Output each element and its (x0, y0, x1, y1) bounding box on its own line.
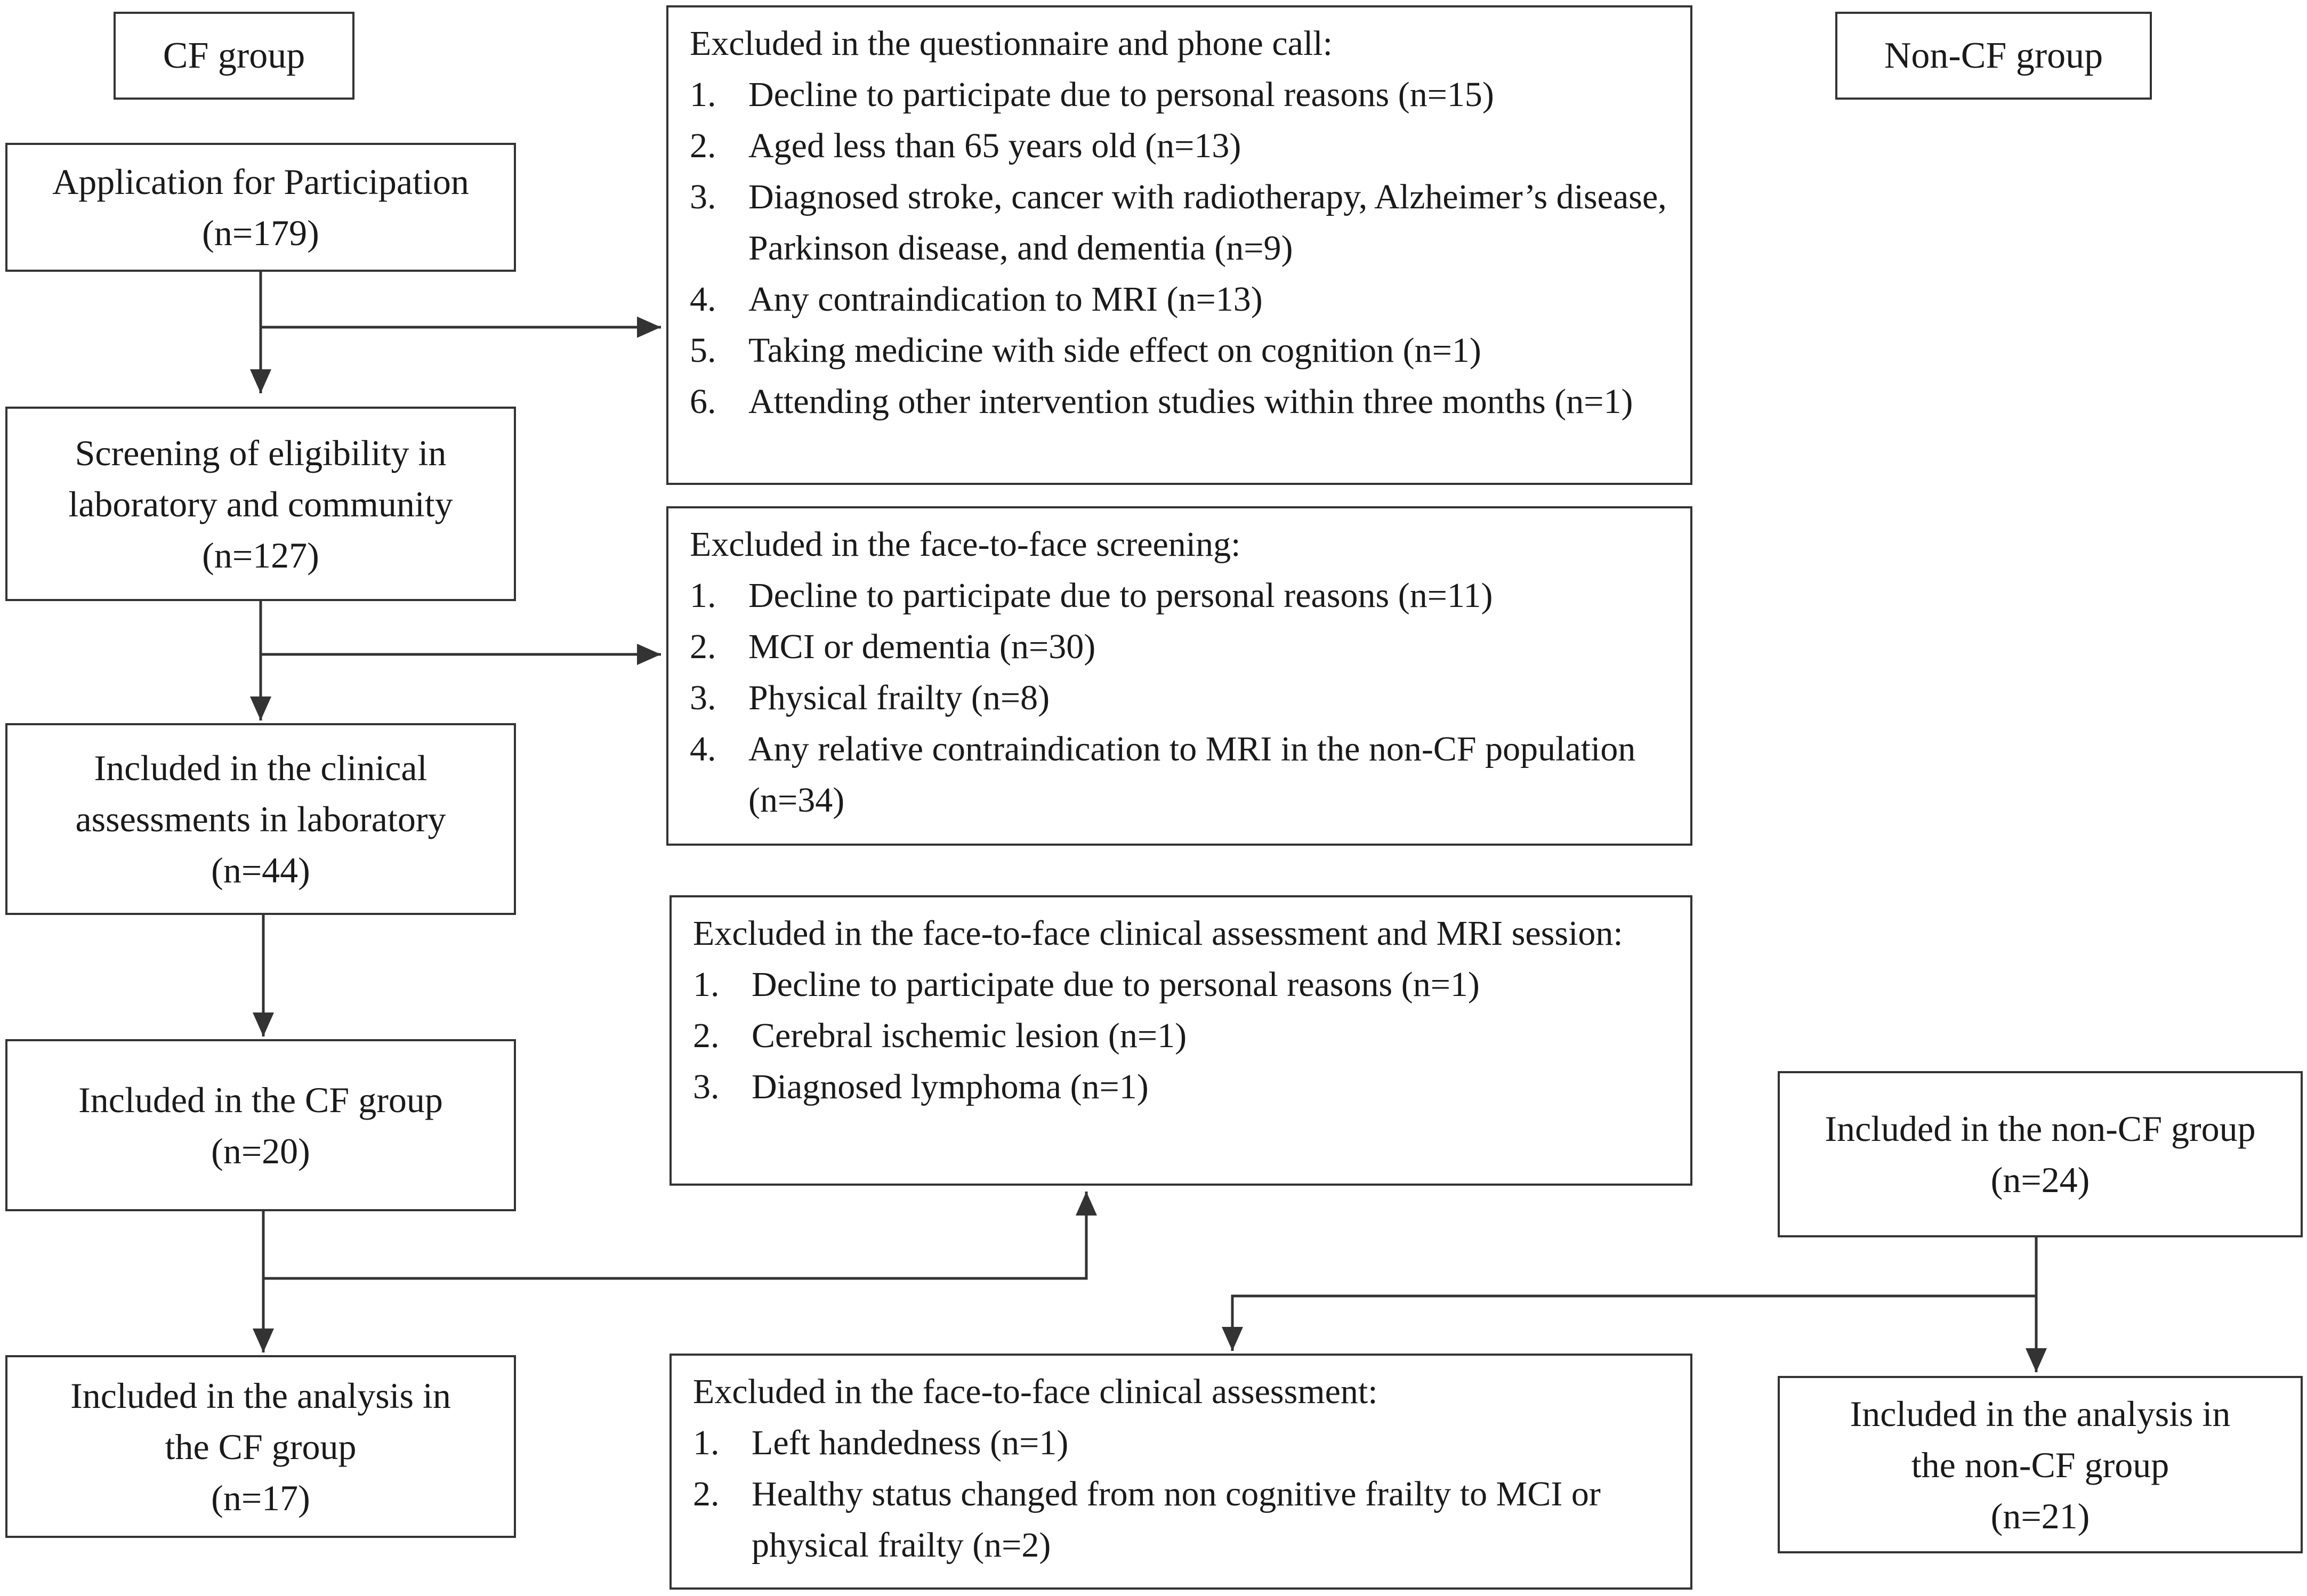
item-text: Decline to participate due to personal r… (748, 576, 1493, 615)
item-number: 3. (690, 177, 716, 216)
face-screening-exclusion-box: Excluded in the face-to-face screening: … (666, 506, 1692, 846)
cf-group-header-label: CF group (163, 35, 305, 76)
item-number: 4. (690, 280, 716, 319)
cf-group-box: Included in the CF group (n=20) (5, 1039, 516, 1211)
item-text: Aged less than 65 years old (n=13) (748, 126, 1241, 165)
item-text: Attending other intervention studies wit… (748, 382, 1633, 421)
item-number: 2. (690, 627, 716, 666)
list-item: 1. Decline to participate due to personal… (690, 570, 1671, 621)
item-number: 6. (690, 382, 716, 421)
list-item: 4. Any contraindication to MRI (n=13) (690, 274, 1671, 325)
item-number: 3. (690, 678, 716, 717)
item-text: Cerebral ischemic lesion (n=1) (752, 1016, 1187, 1055)
item-text: MCI or dementia (n=30) (748, 627, 1096, 666)
clinical-line-1: Included in the clinical (94, 748, 427, 788)
cf-analysis-line-1: Included in the analysis in (70, 1375, 451, 1416)
non-cf-analysis-count: (n=21) (1990, 1495, 2090, 1536)
non-cf-analysis-line-2: the non-CF group (1911, 1444, 2169, 1485)
screening-count: (n=127) (202, 534, 319, 576)
questionnaire-exclusion-title: Excluded in the questionnaire and phone … (690, 24, 1333, 63)
questionnaire-exclusion-box: Excluded in the questionnaire and phone … (666, 5, 1692, 485)
list-item: 3. Diagnosed stroke, cancer with radiothe… (690, 172, 1671, 274)
list-item: 2. Aged less than 65 years old (n=13) (690, 120, 1671, 172)
item-number: 1. (690, 576, 716, 615)
non-cf-group-count: (n=24) (1990, 1160, 2090, 1200)
screening-line-2: laboratory and community (68, 483, 453, 524)
item-text: Healthy status changed from non cognitiv… (752, 1475, 1601, 1565)
cf-analysis-count: (n=17) (211, 1477, 310, 1518)
application-label: Application for Participation (52, 161, 469, 202)
list-item: 3. Diagnosed lymphoma (n=1) (693, 1062, 1671, 1113)
clinical-exclusion-list: 1. Left handedness (n=1) 2. Healthy status… (693, 1417, 1671, 1571)
clinical-assessment-box: Included in the clinical assessments in … (5, 723, 516, 915)
item-text: Decline to participate due to personal r… (748, 75, 1494, 114)
non-cf-group-header-label: Non-CF group (1884, 35, 2103, 76)
list-item: 4. Any relative contraindication to MRI i… (690, 724, 1671, 826)
list-item: 2. Healthy status changed from non cognit… (693, 1469, 1671, 1571)
item-text: Diagnosed stroke, cancer with radiothera… (748, 177, 1667, 268)
item-number: 3. (693, 1067, 720, 1106)
list-item: 1. Left handedness (n=1) (693, 1417, 1671, 1469)
item-number: 2. (693, 1016, 720, 1055)
non-cf-group-box: Included in the non-CF group (n=24) (1778, 1071, 2303, 1237)
non-cf-group-header: Non-CF group (1835, 12, 2152, 100)
screening-line-1: Screening of eligibility in (75, 432, 447, 473)
non-cf-analysis-line-1: Included in the analysis in (1850, 1393, 2231, 1434)
item-number: 1. (690, 75, 716, 114)
screening-box: Screening of eligibility in laboratory a… (5, 407, 516, 601)
clinical-exclusion-box: Excluded in the face-to-face clinical as… (669, 1354, 1692, 1590)
clinical-mri-exclusion-box: Excluded in the face-to-face clinical as… (669, 895, 1692, 1186)
list-item: 1. Decline to participate due to personal… (690, 69, 1671, 120)
cf-group-label: Included in the CF group (78, 1079, 443, 1120)
questionnaire-exclusion-list: 1. Decline to participate due to personal… (690, 69, 1671, 427)
list-item: 2. Cerebral ischemic lesion (n=1) (693, 1010, 1671, 1062)
arrow-to-clinical-exclusion (1222, 1294, 2036, 1351)
clinical-count: (n=44) (211, 850, 310, 890)
item-number: 1. (693, 965, 720, 1004)
clinical-mri-exclusion-list: 1. Decline to participate due to personal… (693, 959, 1671, 1113)
face-screening-exclusion-title: Excluded in the face-to-face screening: (690, 525, 1241, 564)
cf-group-count: (n=20) (211, 1130, 310, 1171)
item-text: Any contraindication to MRI (n=13) (748, 280, 1263, 319)
item-text: Taking medicine with side effect on cogn… (748, 331, 1481, 370)
non-cf-group-label: Included in the non-CF group (1825, 1108, 2256, 1149)
application-box: Application for Participation (n=179) (5, 143, 516, 272)
non-cf-analysis-box: Included in the analysis in the non-CF g… (1778, 1376, 2303, 1553)
arrow-to-clinical-mri-exclusion (263, 1192, 1097, 1280)
item-number: 2. (693, 1475, 720, 1513)
item-text: Any relative contraindication to MRI in … (748, 730, 1636, 820)
item-number: 2. (690, 126, 716, 165)
list-item: 2. MCI or dementia (n=30) (690, 621, 1671, 673)
cf-analysis-box: Included in the analysis in the CF group… (5, 1355, 516, 1538)
item-text: Decline to participate due to personal r… (752, 965, 1480, 1004)
list-item: 6. Attending other intervention studies w… (690, 376, 1671, 427)
item-number: 4. (690, 730, 716, 768)
application-count: (n=179) (202, 213, 319, 253)
clinical-line-2: assessments in laboratory (75, 799, 446, 839)
item-text: Left handedness (n=1) (752, 1423, 1069, 1462)
clinical-mri-exclusion-title: Excluded in the face-to-face clinical as… (693, 914, 1623, 953)
item-text: Diagnosed lymphoma (n=1) (752, 1067, 1149, 1106)
item-number: 1. (693, 1423, 720, 1462)
clinical-exclusion-title: Excluded in the face-to-face clinical as… (693, 1372, 1378, 1411)
item-text: Physical frailty (n=8) (748, 678, 1050, 717)
list-item: 1. Decline to participate due to personal… (693, 959, 1671, 1010)
item-number: 5. (690, 331, 716, 370)
cf-analysis-line-2: the CF group (165, 1426, 357, 1467)
list-item: 3. Physical frailty (n=8) (690, 673, 1671, 724)
list-item: 5. Taking medicine with side effect on co… (690, 325, 1671, 376)
cf-group-header: CF group (114, 12, 354, 100)
face-screening-exclusion-list: 1. Decline to participate due to personal… (690, 570, 1671, 826)
